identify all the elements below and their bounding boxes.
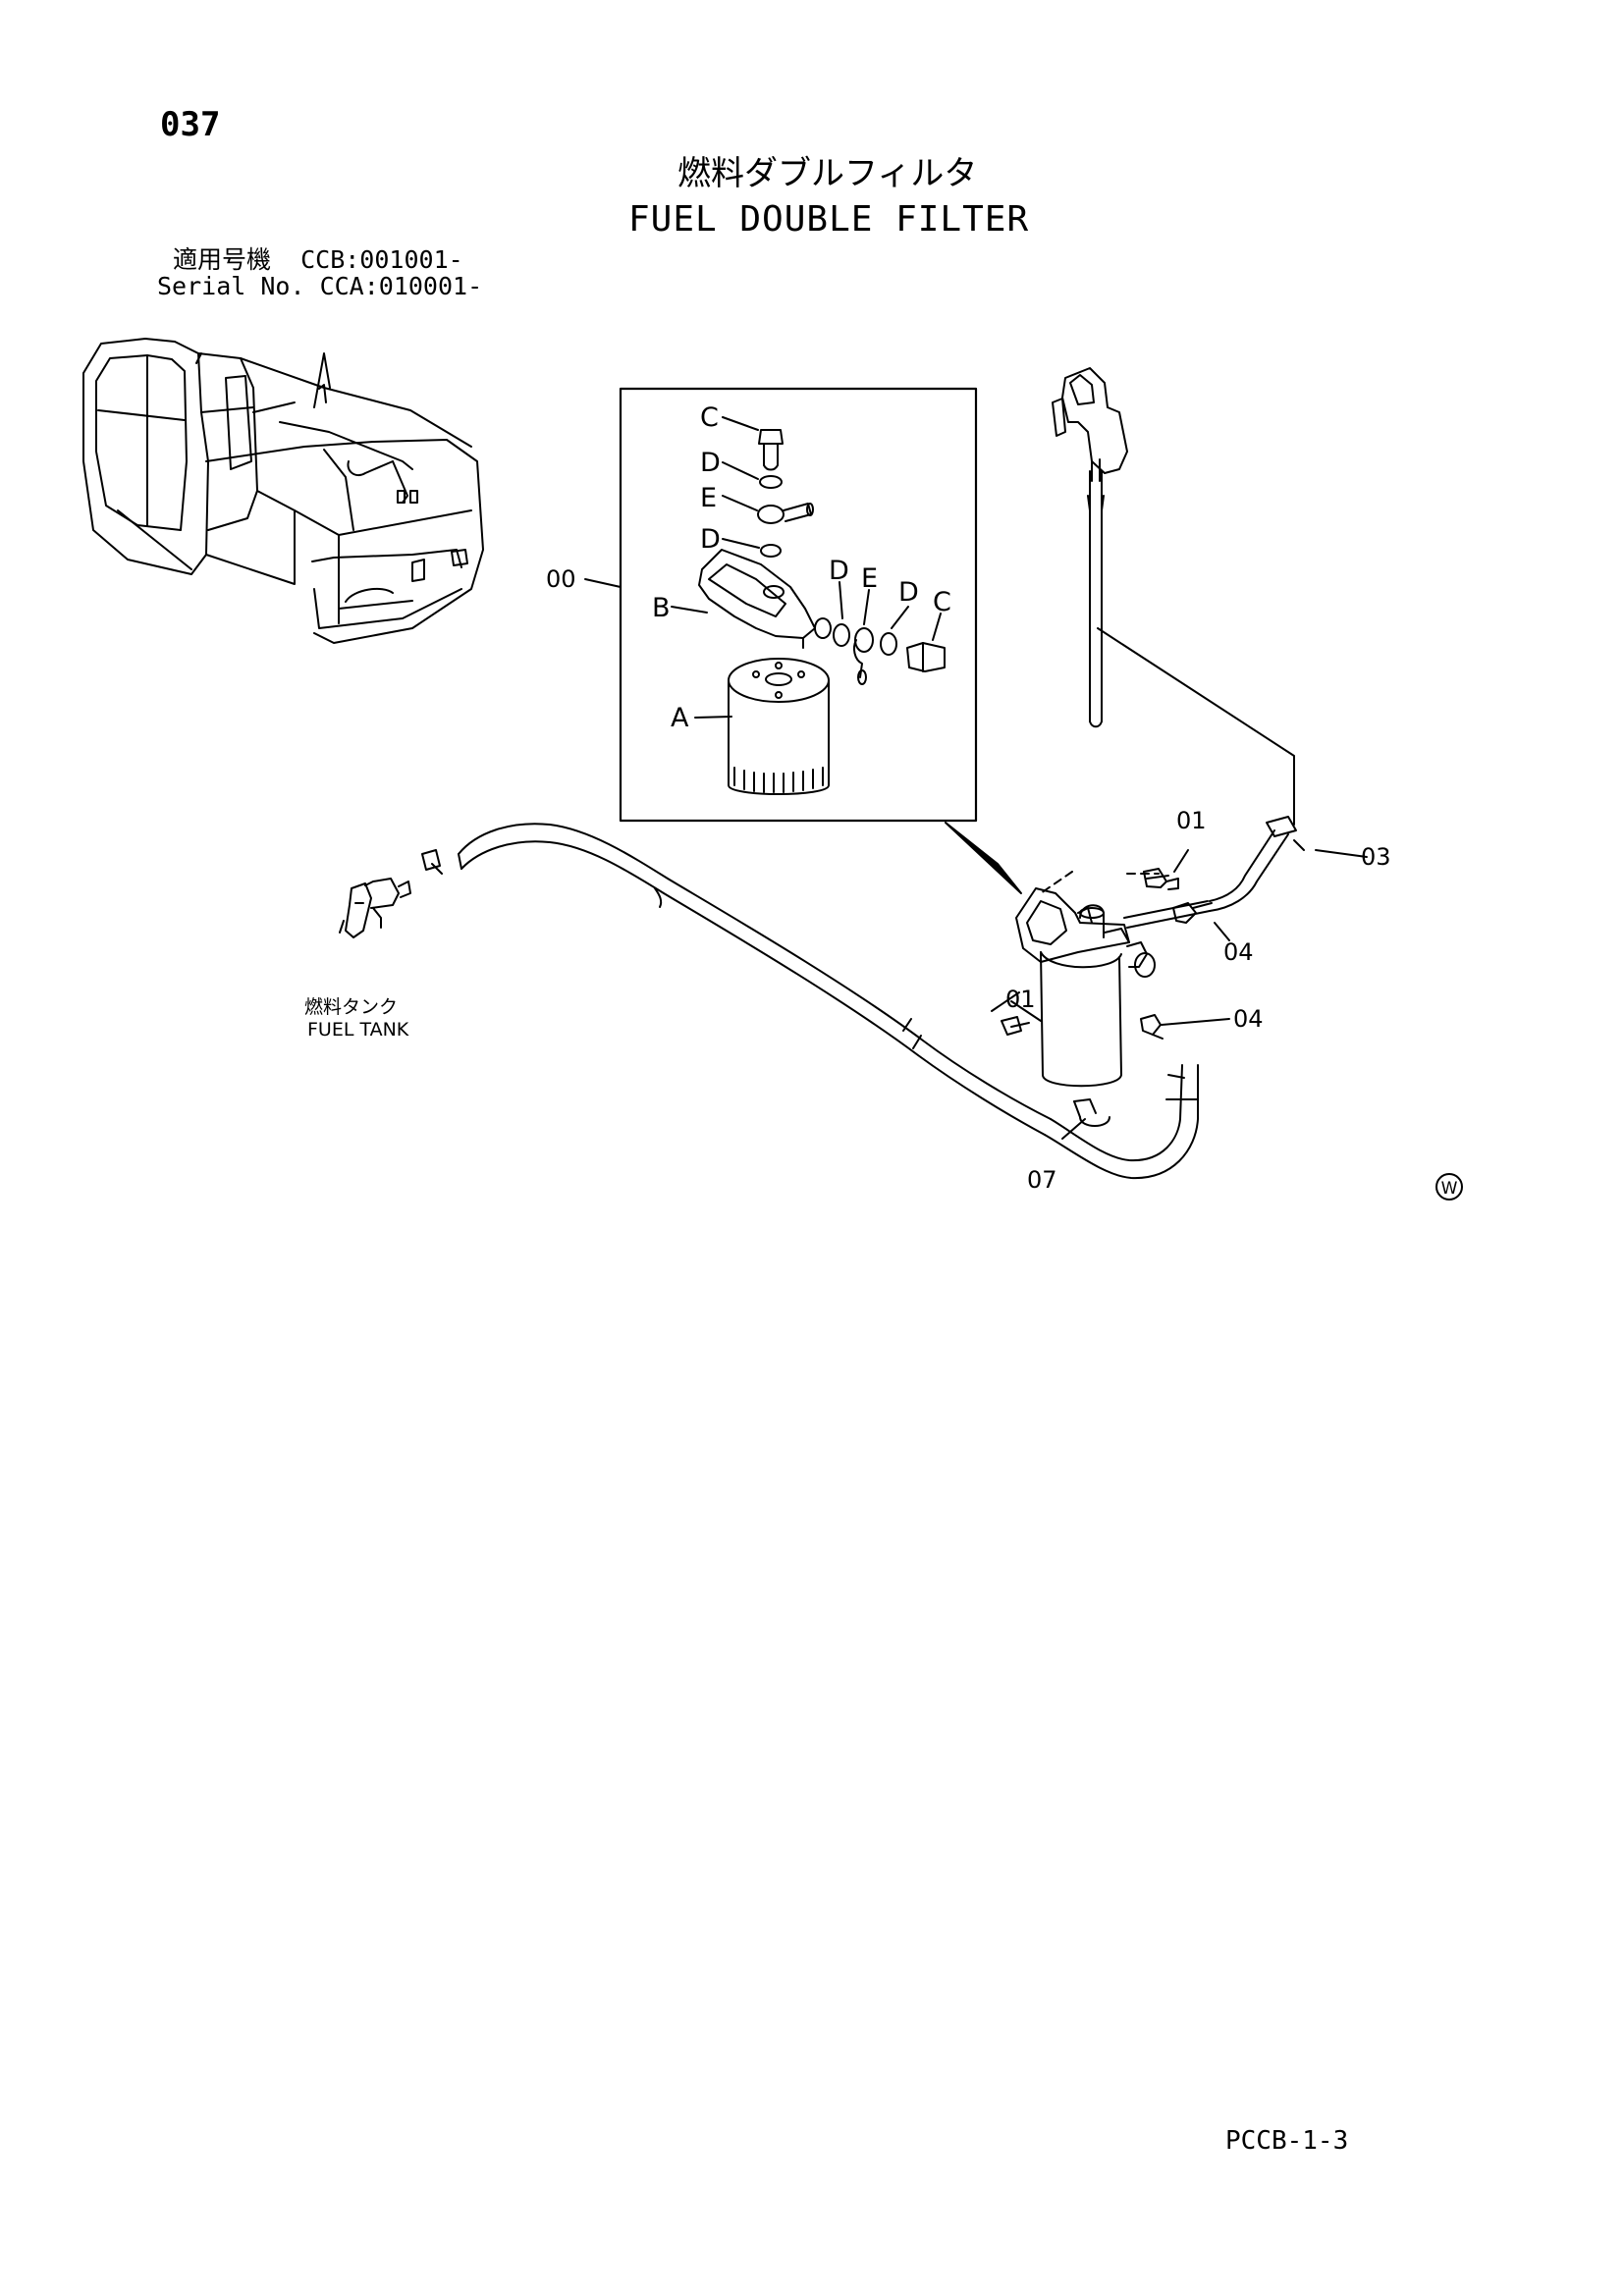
part-label-e-right: E (861, 563, 878, 594)
part-label-c-top: C (700, 402, 719, 433)
page-number: 037 (160, 105, 221, 144)
callout-00: 00 (546, 565, 576, 593)
exploded-view-inset (584, 387, 1022, 894)
fuel-hose (458, 823, 1199, 1180)
part-label-d-top: D (700, 448, 721, 478)
fuel-tank-connector (339, 849, 443, 938)
fuel-feed-pipe (1052, 367, 1295, 826)
part-label-d-right: D (829, 556, 849, 586)
part-label-c-right: C (933, 587, 951, 617)
part-label-d-mid: D (700, 524, 721, 555)
part-label-a: A (671, 703, 689, 733)
serial-applicability-japanese: 適用号機 CCB:001001- (173, 245, 463, 274)
filter-assembly (1001, 816, 1297, 1127)
fuel-tank-label-en: FUEL TANK (307, 1019, 409, 1041)
serial-applicability-english: Serial No. CCA:010001- (157, 272, 483, 300)
callout-07: 07 (1027, 1166, 1057, 1194)
callout-04-upper: 04 (1223, 938, 1254, 966)
title-english: FUEL DOUBLE FILTER (628, 199, 1030, 240)
fuel-tank-label-jp: 燃料タンク (304, 996, 398, 1018)
title-japanese: 燃料ダブルフィルタ (677, 154, 978, 193)
footer-page-code: PCCB-1-3 (1225, 2126, 1349, 2156)
callout-01-lower: 01 (1005, 986, 1036, 1013)
callout-leaders (991, 839, 1368, 1140)
circle-w-mark (1435, 1173, 1463, 1201)
part-label-e-top: E (700, 483, 717, 513)
circle-w-letter: W (1441, 1179, 1458, 1199)
part-label-d-right2: D (898, 577, 919, 608)
callout-01-upper: 01 (1176, 807, 1207, 834)
callout-04-lower: 04 (1233, 1005, 1264, 1033)
excavator-locator-illustration (82, 338, 484, 644)
part-label-b: B (652, 593, 671, 623)
callout-03: 03 (1361, 843, 1391, 871)
